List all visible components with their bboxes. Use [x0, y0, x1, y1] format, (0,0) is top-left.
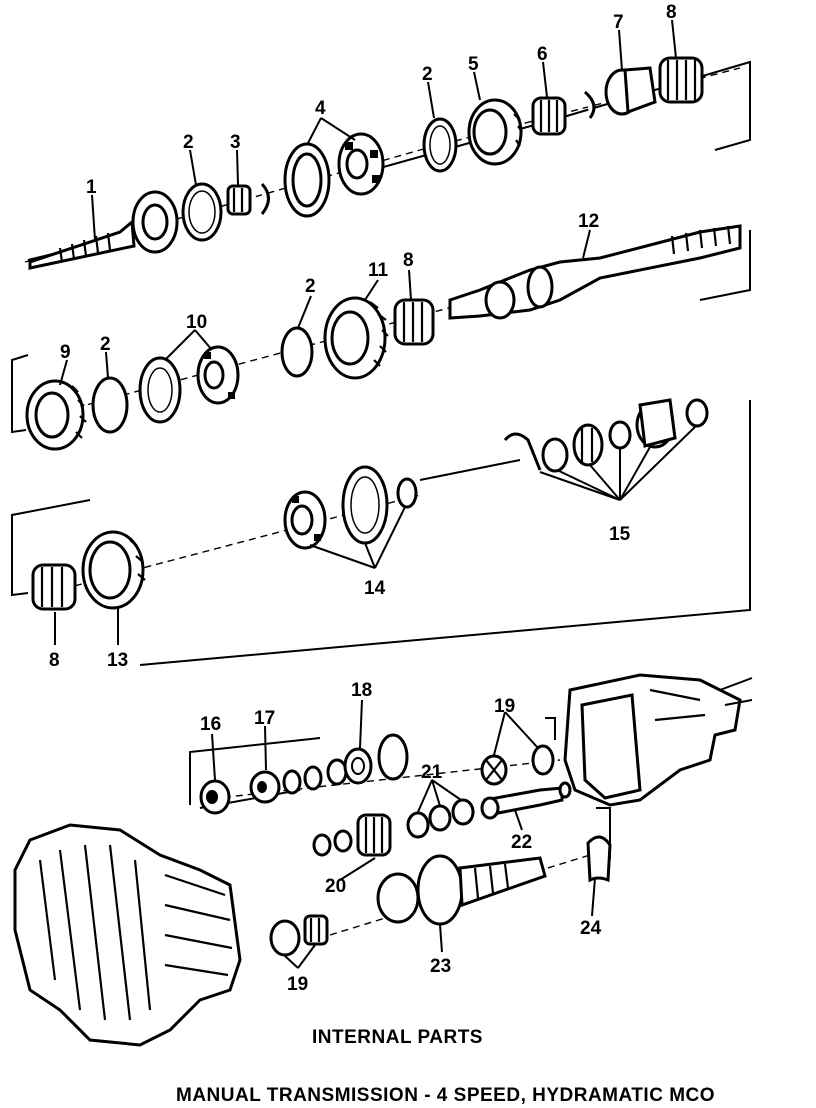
callout-label: 9	[60, 342, 71, 363]
part-1-input-shaft	[28, 190, 179, 270]
part-22-shaft	[480, 781, 572, 820]
diagram-title: MANUAL TRANSMISSION - 4 SPEED, HYDRAMATI…	[176, 1085, 715, 1106]
part-8-bearing	[658, 56, 704, 104]
callout-label: 5	[468, 54, 479, 75]
part-7-race	[604, 66, 657, 116]
part-23-countershaft	[376, 854, 547, 926]
part-3-bearing	[226, 182, 270, 216]
callout-label: 20	[325, 876, 346, 897]
part-11-gear	[323, 296, 389, 380]
part-2-snap-ring-b	[422, 117, 458, 173]
callout-label: 7	[613, 12, 624, 33]
part-9-bearing	[25, 379, 87, 451]
callout-label: 15	[609, 524, 631, 545]
callout-label: 14	[364, 578, 386, 599]
part-2-snap-ring-d	[91, 376, 129, 434]
part-ring-small	[583, 90, 596, 119]
callout-label: 2	[100, 334, 111, 355]
callout-label: 23	[430, 956, 451, 977]
callout-label: 21	[421, 762, 443, 783]
callout-label: 19	[287, 974, 308, 995]
part-19-bearings	[269, 914, 329, 957]
part-19-pinion	[480, 744, 555, 786]
part-20-gear	[312, 813, 392, 857]
part-4-synchronizer	[283, 132, 385, 218]
part-21-washers	[406, 798, 475, 839]
part-6-bearing	[531, 96, 567, 136]
callout-label: 18	[351, 680, 372, 701]
callout-label: 12	[578, 211, 599, 232]
callout-label: 2	[422, 64, 433, 85]
callout-label: 3	[230, 132, 241, 153]
part-13-bearing-race	[81, 530, 146, 610]
callout-label: 1	[86, 177, 97, 198]
part-8-bearing-b	[393, 298, 435, 346]
transmission-case	[13, 823, 242, 1047]
callout-label: 8	[403, 250, 414, 271]
callout-label: 22	[511, 832, 532, 853]
callout-labels: 1 2 3 4 2 5 6 7 8 12 2 11 8 9 2 10 15 14…	[49, 2, 677, 995]
callout-label: 16	[200, 714, 221, 735]
callout-label: 2	[305, 276, 316, 297]
part-5-gear	[467, 98, 523, 166]
callout-label: 24	[580, 918, 602, 939]
callout-label: 2	[183, 132, 194, 153]
part-8-bearing-c	[31, 563, 77, 611]
part-24-fork	[586, 835, 612, 883]
callout-label: 13	[107, 650, 128, 671]
leader-lines	[54, 19, 698, 969]
callout-label: 8	[666, 2, 677, 23]
part-14-synchronizer	[283, 465, 418, 550]
callout-label: 19	[494, 696, 515, 717]
part-16-bearing	[199, 779, 231, 815]
callout-label: 17	[254, 708, 275, 729]
callout-label: 8	[49, 650, 60, 671]
callout-label: 4	[315, 98, 326, 119]
group-outline-2	[11, 400, 751, 666]
part-10-synchronizer	[138, 345, 240, 424]
callout-label: 11	[368, 260, 389, 281]
extension-housing	[563, 673, 753, 807]
callout-label: 6	[537, 44, 548, 65]
part-2-snap-ring	[181, 182, 223, 242]
callout-label: 10	[186, 312, 207, 333]
part-18-gear	[343, 733, 409, 785]
part-12-output-shaft	[448, 224, 742, 320]
internal-parts-caption: INTERNAL PARTS	[312, 1027, 483, 1048]
part-15-shift-parts	[503, 398, 709, 473]
part-2-snap-ring-c	[280, 326, 314, 378]
